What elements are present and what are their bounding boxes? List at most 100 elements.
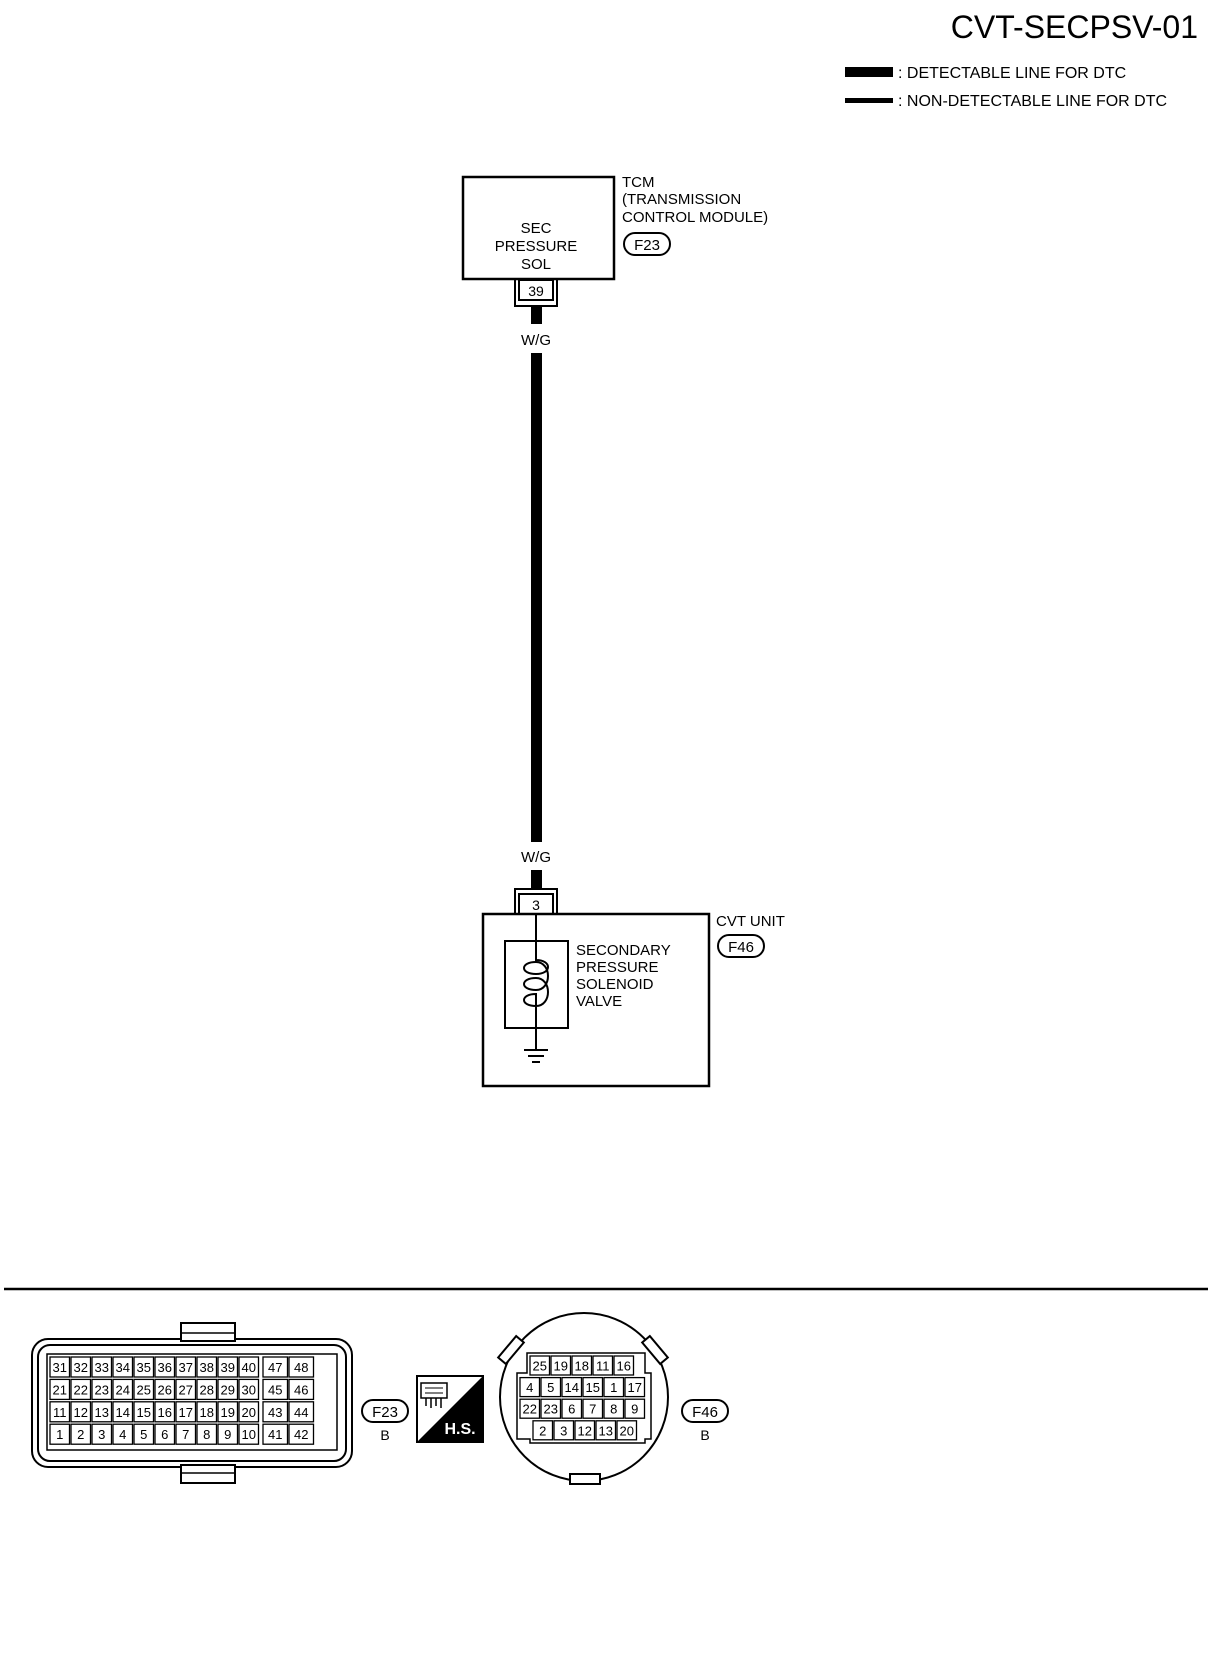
connector-pin-number: 41 <box>268 1427 282 1442</box>
connector-pin-cell <box>196 1423 218 1445</box>
connector-pin-cell <box>49 1423 71 1445</box>
connector-pin-number: 45 <box>268 1382 282 1397</box>
tcm-full-name-1: (TRANSMISSION <box>622 191 741 208</box>
connector-pin-cell <box>238 1401 260 1423</box>
connector-pin-number: 23 <box>95 1382 109 1397</box>
connector-pin-number: 25 <box>533 1359 547 1374</box>
tcm-full-name-2: CONTROL MODULE) <box>622 209 768 226</box>
connector-pin-cell <box>595 1420 617 1441</box>
connector-pin-number: 19 <box>221 1405 235 1420</box>
connector-pin-cell <box>133 1378 155 1401</box>
connector-pin-cell <box>238 1378 260 1401</box>
connector-pin-cell <box>624 1398 646 1419</box>
connector-pin-number: 39 <box>221 1360 235 1375</box>
connector-pin-cell <box>288 1378 315 1401</box>
wire-color-label-bottom: W/G <box>521 849 551 866</box>
connector-pin-cell <box>196 1401 218 1423</box>
connector-pin-number: 2 <box>77 1427 84 1442</box>
connector-pin-number: 9 <box>631 1402 638 1417</box>
connector-f23-pin-field <box>46 1353 338 1451</box>
connector-pin-number: 31 <box>53 1360 67 1375</box>
connector-pin-number: 4 <box>119 1427 126 1442</box>
connector-pin-cell <box>112 1423 134 1445</box>
connector-pin-number: 4 <box>526 1380 533 1395</box>
connector-f46-key-left <box>496 1334 526 1366</box>
cvt-connector-badge <box>717 934 765 958</box>
connector-pin-cell <box>574 1420 596 1441</box>
connector-pin-cell <box>540 1376 562 1398</box>
component-name-line-3: SOLENOID <box>576 976 654 993</box>
connector-pin-number: 48 <box>294 1360 308 1375</box>
connector-pin-cell <box>133 1356 155 1378</box>
connector-pin-number: 35 <box>137 1360 151 1375</box>
component-name-line-2: PRESSURE <box>576 959 659 976</box>
connector-pin-number: 17 <box>628 1380 642 1395</box>
connector-pin-cell <box>112 1356 134 1378</box>
legend-non-detectable-label: : NON-DETECTABLE LINE FOR DTC <box>898 93 1167 110</box>
connector-pin-number: 20 <box>242 1405 256 1420</box>
connector-pin-cell <box>196 1356 218 1378</box>
connector-pin-cell <box>624 1376 646 1398</box>
legend-detectable-line-icon <box>845 67 893 77</box>
connector-pin-cell <box>550 1355 572 1376</box>
tcm-name: TCM <box>622 174 655 191</box>
connector-pin-cell <box>603 1376 625 1398</box>
connector-f23-lock-top <box>180 1322 236 1342</box>
connector-pin-number: 19 <box>554 1359 568 1374</box>
connector-pin-cell <box>288 1423 315 1445</box>
connector-pin-number: 38 <box>200 1360 214 1375</box>
connector-pin-number: 7 <box>182 1427 189 1442</box>
cvt-terminal-bracket <box>514 888 558 913</box>
connector-pin-number: 24 <box>116 1382 130 1397</box>
connector-pin-cell <box>582 1398 604 1419</box>
tcm-function-line-2: PRESSURE <box>495 238 578 255</box>
connector-pin-number: 22 <box>74 1382 88 1397</box>
connector-pin-cell <box>154 1356 176 1378</box>
connector-pin-cell <box>112 1401 134 1423</box>
connector-pin-cell <box>613 1355 635 1376</box>
connector-pin-number: 3 <box>98 1427 105 1442</box>
harness-connector-icon <box>420 1382 448 1408</box>
connector-pin-number: 1 <box>56 1427 63 1442</box>
connector-pin-number: 47 <box>268 1360 282 1375</box>
tcm-connector-label: F23 <box>634 237 660 254</box>
connector-pin-number: 14 <box>116 1405 130 1420</box>
connector-pin-cell <box>553 1420 575 1441</box>
connector-pin-number: 33 <box>95 1360 109 1375</box>
ground-icon <box>524 1049 548 1063</box>
connector-pin-number: 18 <box>575 1359 589 1374</box>
connector-pin-number: 15 <box>137 1405 151 1420</box>
solenoid-coil-icon <box>523 941 549 1028</box>
connector-pin-number: 12 <box>74 1405 88 1420</box>
connector-pin-cell <box>175 1356 197 1378</box>
connector-pin-cell <box>603 1398 625 1419</box>
connector-pin-number: 26 <box>158 1382 172 1397</box>
connector-pin-cell <box>154 1423 176 1445</box>
cvt-unit: 3 CVT UNIT F46 SECONDARY PRESSURE SOLENO… <box>481 888 785 1088</box>
wire-color-label-top: W/G <box>521 332 551 349</box>
connector-pin-cell <box>238 1356 260 1378</box>
connector-f23-lock-bottom <box>180 1464 236 1484</box>
connector-pin-number: 8 <box>610 1402 617 1417</box>
connector-pin-cell <box>238 1423 260 1445</box>
connector-f46-key-bottom <box>569 1473 601 1485</box>
component-name-line-1: SECONDARY <box>576 942 671 959</box>
connector-pin-number: 22 <box>523 1402 537 1417</box>
connector-f23-label: F23 <box>372 1404 398 1421</box>
connector-pin-cell <box>175 1378 197 1401</box>
tcm-terminal-box <box>518 279 554 301</box>
connector-pin-number: 20 <box>620 1423 634 1438</box>
connector-pin-number: 11 <box>53 1405 67 1420</box>
connector-pin-number: 2 <box>539 1423 546 1438</box>
connector-pin-number: 8 <box>203 1427 210 1442</box>
connector-pin-cell <box>49 1356 71 1378</box>
component-name-line-4: VALVE <box>576 993 622 1010</box>
tcm-function-line-1: SEC <box>521 220 552 237</box>
connector-pin-number: 14 <box>565 1380 579 1395</box>
tcm-module: SEC PRESSURE SOL TCM (TRANSMISSION CONTR… <box>461 174 768 307</box>
connector-pin-number: 5 <box>140 1427 147 1442</box>
wire-w-g: W/G W/G <box>521 306 551 889</box>
